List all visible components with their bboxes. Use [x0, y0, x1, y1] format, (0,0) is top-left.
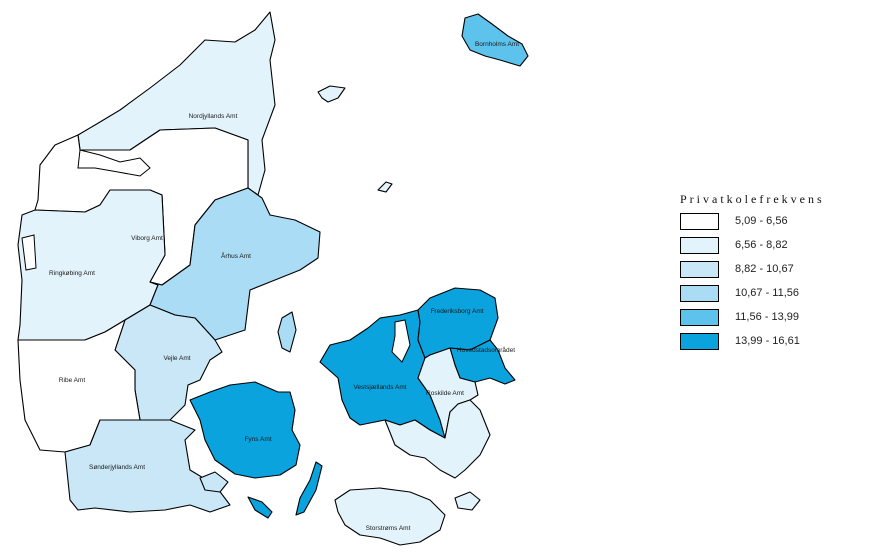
legend-range-label: 10,67 - 11,56	[735, 287, 800, 299]
region-nordjyllands-laeso[interactable]	[317, 85, 346, 103]
legend-range-label: 8,82 - 10,67	[735, 263, 794, 275]
region-fyns-aero[interactable]	[247, 496, 273, 519]
label-roskilde: Roskilde Amt	[426, 390, 464, 397]
label-hovedstadsomradet: Hovedstadsområdet	[457, 346, 515, 354]
legend-swatch	[680, 260, 719, 278]
label-frederiksborg: Frederiksborg Amt	[430, 308, 483, 315]
isefjord-inlet	[391, 319, 411, 363]
ringkobing-fjord	[21, 234, 37, 271]
legend-item: 5,09 - 6,56	[680, 211, 875, 231]
region-fyns[interactable]	[189, 381, 301, 479]
region-fyns-langeland[interactable]	[295, 461, 323, 516]
label-sonderjyllands: Sønderjyllands Amt	[89, 464, 145, 471]
label-vestsjaellands: Vestsjællands Amt	[353, 384, 406, 391]
legend-swatch	[680, 308, 719, 326]
legend-range-label: 13,99 - 16,61	[735, 335, 800, 347]
label-viborg: Viborg Amt	[131, 235, 163, 242]
limfjord-inlet	[77, 149, 151, 177]
region-storstroms-mon[interactable]	[454, 491, 481, 511]
legend-item: 10,67 - 11,56	[680, 283, 875, 303]
legend-range-label: 6,56 - 8,82	[735, 239, 788, 251]
legend-range-label: 5,09 - 6,56	[735, 215, 788, 227]
legend-swatch	[680, 332, 719, 350]
legend-swatch	[680, 284, 719, 302]
legend-rows: 5,09 - 6,56 6,56 - 8,82 8,82 - 10,67 10,67 …	[680, 211, 875, 351]
label-nordjyllands: Nordjyllands Amt	[189, 113, 238, 120]
region-sonderjyllands[interactable]	[64, 419, 231, 513]
region-nordjyllands-anholt[interactable]	[377, 181, 393, 193]
region-arhus-samso[interactable]	[277, 311, 297, 353]
label-bornholms: Bornholms Amt	[475, 41, 519, 48]
legend-swatch	[680, 212, 719, 230]
label-vejle: Vejle Amt	[163, 355, 190, 362]
region-storstroms-lolland-falster[interactable]	[334, 487, 446, 546]
label-ribe: Ribe Amt	[59, 377, 86, 384]
legend-item: 8,82 - 10,67	[680, 259, 875, 279]
legend-title: Privatkolefrekvens	[680, 192, 825, 206]
region-bornholms[interactable]	[461, 13, 529, 67]
legend-item: 11,56 - 13,99	[680, 307, 875, 327]
label-storstroms: Storstrøms Amt	[366, 525, 411, 532]
legend-item: 13,99 - 16,61	[680, 331, 875, 351]
region-sonderjyllands-als[interactable]	[199, 471, 229, 493]
region-storstroms[interactable]	[384, 399, 491, 479]
legend-swatch	[680, 236, 719, 254]
map-legend: Privatkolefrekvens 5,09 - 6,56 6,56 - 8,8…	[680, 192, 875, 355]
label-ringkobing: Ringkøbing Amt	[49, 270, 95, 277]
legend-range-label: 11,56 - 13,99	[735, 311, 800, 323]
legend-item: 6,56 - 8,82	[680, 235, 875, 255]
label-fyns: Fyns Amt	[244, 436, 271, 443]
label-arhus: Århus Amt	[221, 251, 251, 260]
